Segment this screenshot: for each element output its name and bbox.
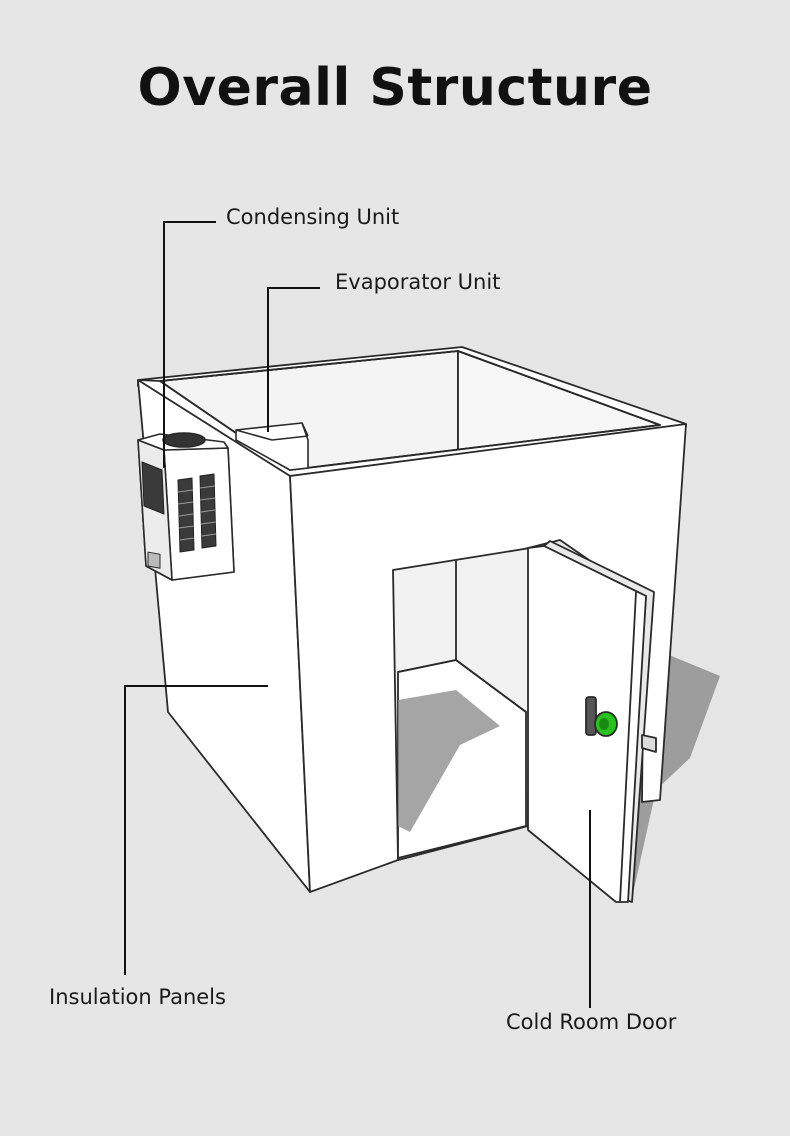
callout-lines	[124, 221, 591, 1008]
leader-condensing-unit	[163, 221, 216, 468]
door-latch	[641, 734, 657, 753]
label-insulation-panels: Insulation Panels	[49, 985, 226, 1009]
label-cold-room-door: Cold Room Door	[506, 1010, 677, 1034]
door-handle	[585, 696, 597, 736]
side-grille	[141, 461, 165, 515]
evaporator-unit	[235, 422, 309, 471]
doorway-shadows	[398, 690, 500, 832]
page-title: Overall Structure	[137, 58, 653, 118]
condensing-unit	[137, 432, 235, 581]
label-condensing-unit: Condensing Unit	[226, 205, 400, 229]
leader-insulation-panels	[124, 685, 268, 975]
leader-evaporator-unit	[267, 287, 320, 432]
fan-top	[162, 432, 206, 448]
cold-room-door	[527, 540, 657, 903]
label-evaporator-unit: Evaporator Unit	[335, 270, 501, 294]
